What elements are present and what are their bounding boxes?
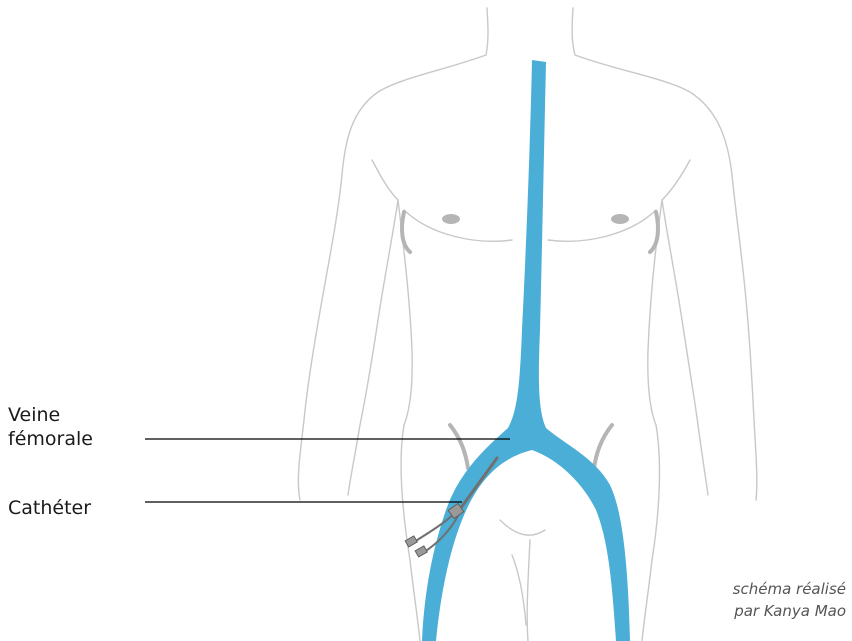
label-veine-femorale: Veine fémorale (8, 403, 93, 451)
femoral-vein (422, 60, 630, 641)
credit-line2: par Kanya Mao (733, 600, 846, 622)
label-veine-line2: fémorale (8, 427, 93, 451)
right-nipple (611, 214, 629, 224)
label-catheter: Cathéter (8, 496, 91, 520)
label-veine-line1: Veine (8, 403, 93, 427)
credit-line1: schéma réalisé (733, 578, 846, 600)
credit-text: schéma réalisé par Kanya Mao (733, 578, 846, 622)
left-nipple (442, 214, 460, 224)
